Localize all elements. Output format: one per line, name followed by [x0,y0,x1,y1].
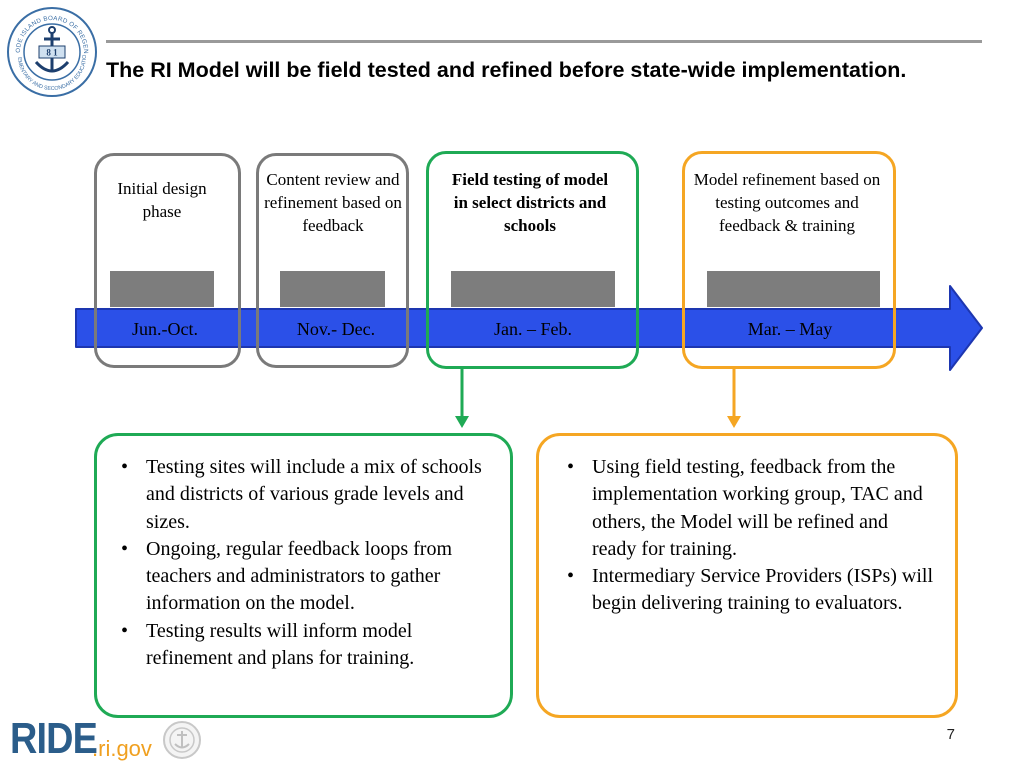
phase-date-field-testing: Jan. – Feb. [494,319,572,339]
refinement-details: Using field testing, feedback from the i… [536,433,958,718]
phase-label-initial-design: Initial design phase [117,179,207,221]
small-seal-icon [163,721,201,759]
seal-number: 8 1 [46,48,58,58]
field-testing-details: Testing sites will include a mix of scho… [94,433,513,718]
ride-logo-domain: .ri.gov [92,736,152,761]
ride-logo-text: RIDE [10,714,98,763]
phase-label-field-testing: Field testing of model in select distric… [451,170,609,235]
phase-date-initial-design: Jun.-Oct. [132,319,198,339]
header-rule [106,40,982,43]
field-testing-bullet: Ongoing, regular feedback loops from tea… [111,536,496,618]
page-title: The RI Model will be field tested and re… [106,58,907,82]
phase-label-content-review: Content review and refinement based on f… [264,170,402,235]
field-testing-bullet: Testing results will inform model refine… [111,618,496,673]
phase-marker-model-refinement [707,271,880,307]
page-number: 7 [946,726,955,743]
phase-box-content-review [256,153,409,368]
timeline-arrow [75,285,983,371]
phase-label-model-refinement: Model refinement based on testing outcom… [693,170,881,235]
ride-logo: RIDE [10,716,210,762]
phase-box-field-testing [426,151,639,369]
field-testing-bullet-list: Testing sites will include a mix of scho… [111,454,496,672]
phase-date-content-review: Nov.- Dec. [296,319,376,339]
refinement-bullet: Intermediary Service Providers (ISPs) wi… [557,563,935,618]
phase-date-model-refinement: Mar. – May [747,319,833,339]
refinement-bullet: Using field testing, feedback from the i… [557,454,935,563]
refinement-bullet-list: Using field testing, feedback from the i… [557,454,935,618]
phase-marker-field-testing [451,271,615,307]
phase-box-initial-design [94,153,241,368]
connector-arrow-model-refinement [727,366,741,428]
phase-marker-initial-design [110,271,214,307]
board-of-regents-seal-logo: RHODE ISLAND BOARD OF REGENTS ELEMENTARY… [6,6,97,97]
phase-box-model-refinement [682,151,896,369]
phase-marker-content-review [280,271,385,307]
connector-arrow-field-testing [455,366,469,428]
field-testing-bullet: Testing sites will include a mix of scho… [111,454,496,536]
